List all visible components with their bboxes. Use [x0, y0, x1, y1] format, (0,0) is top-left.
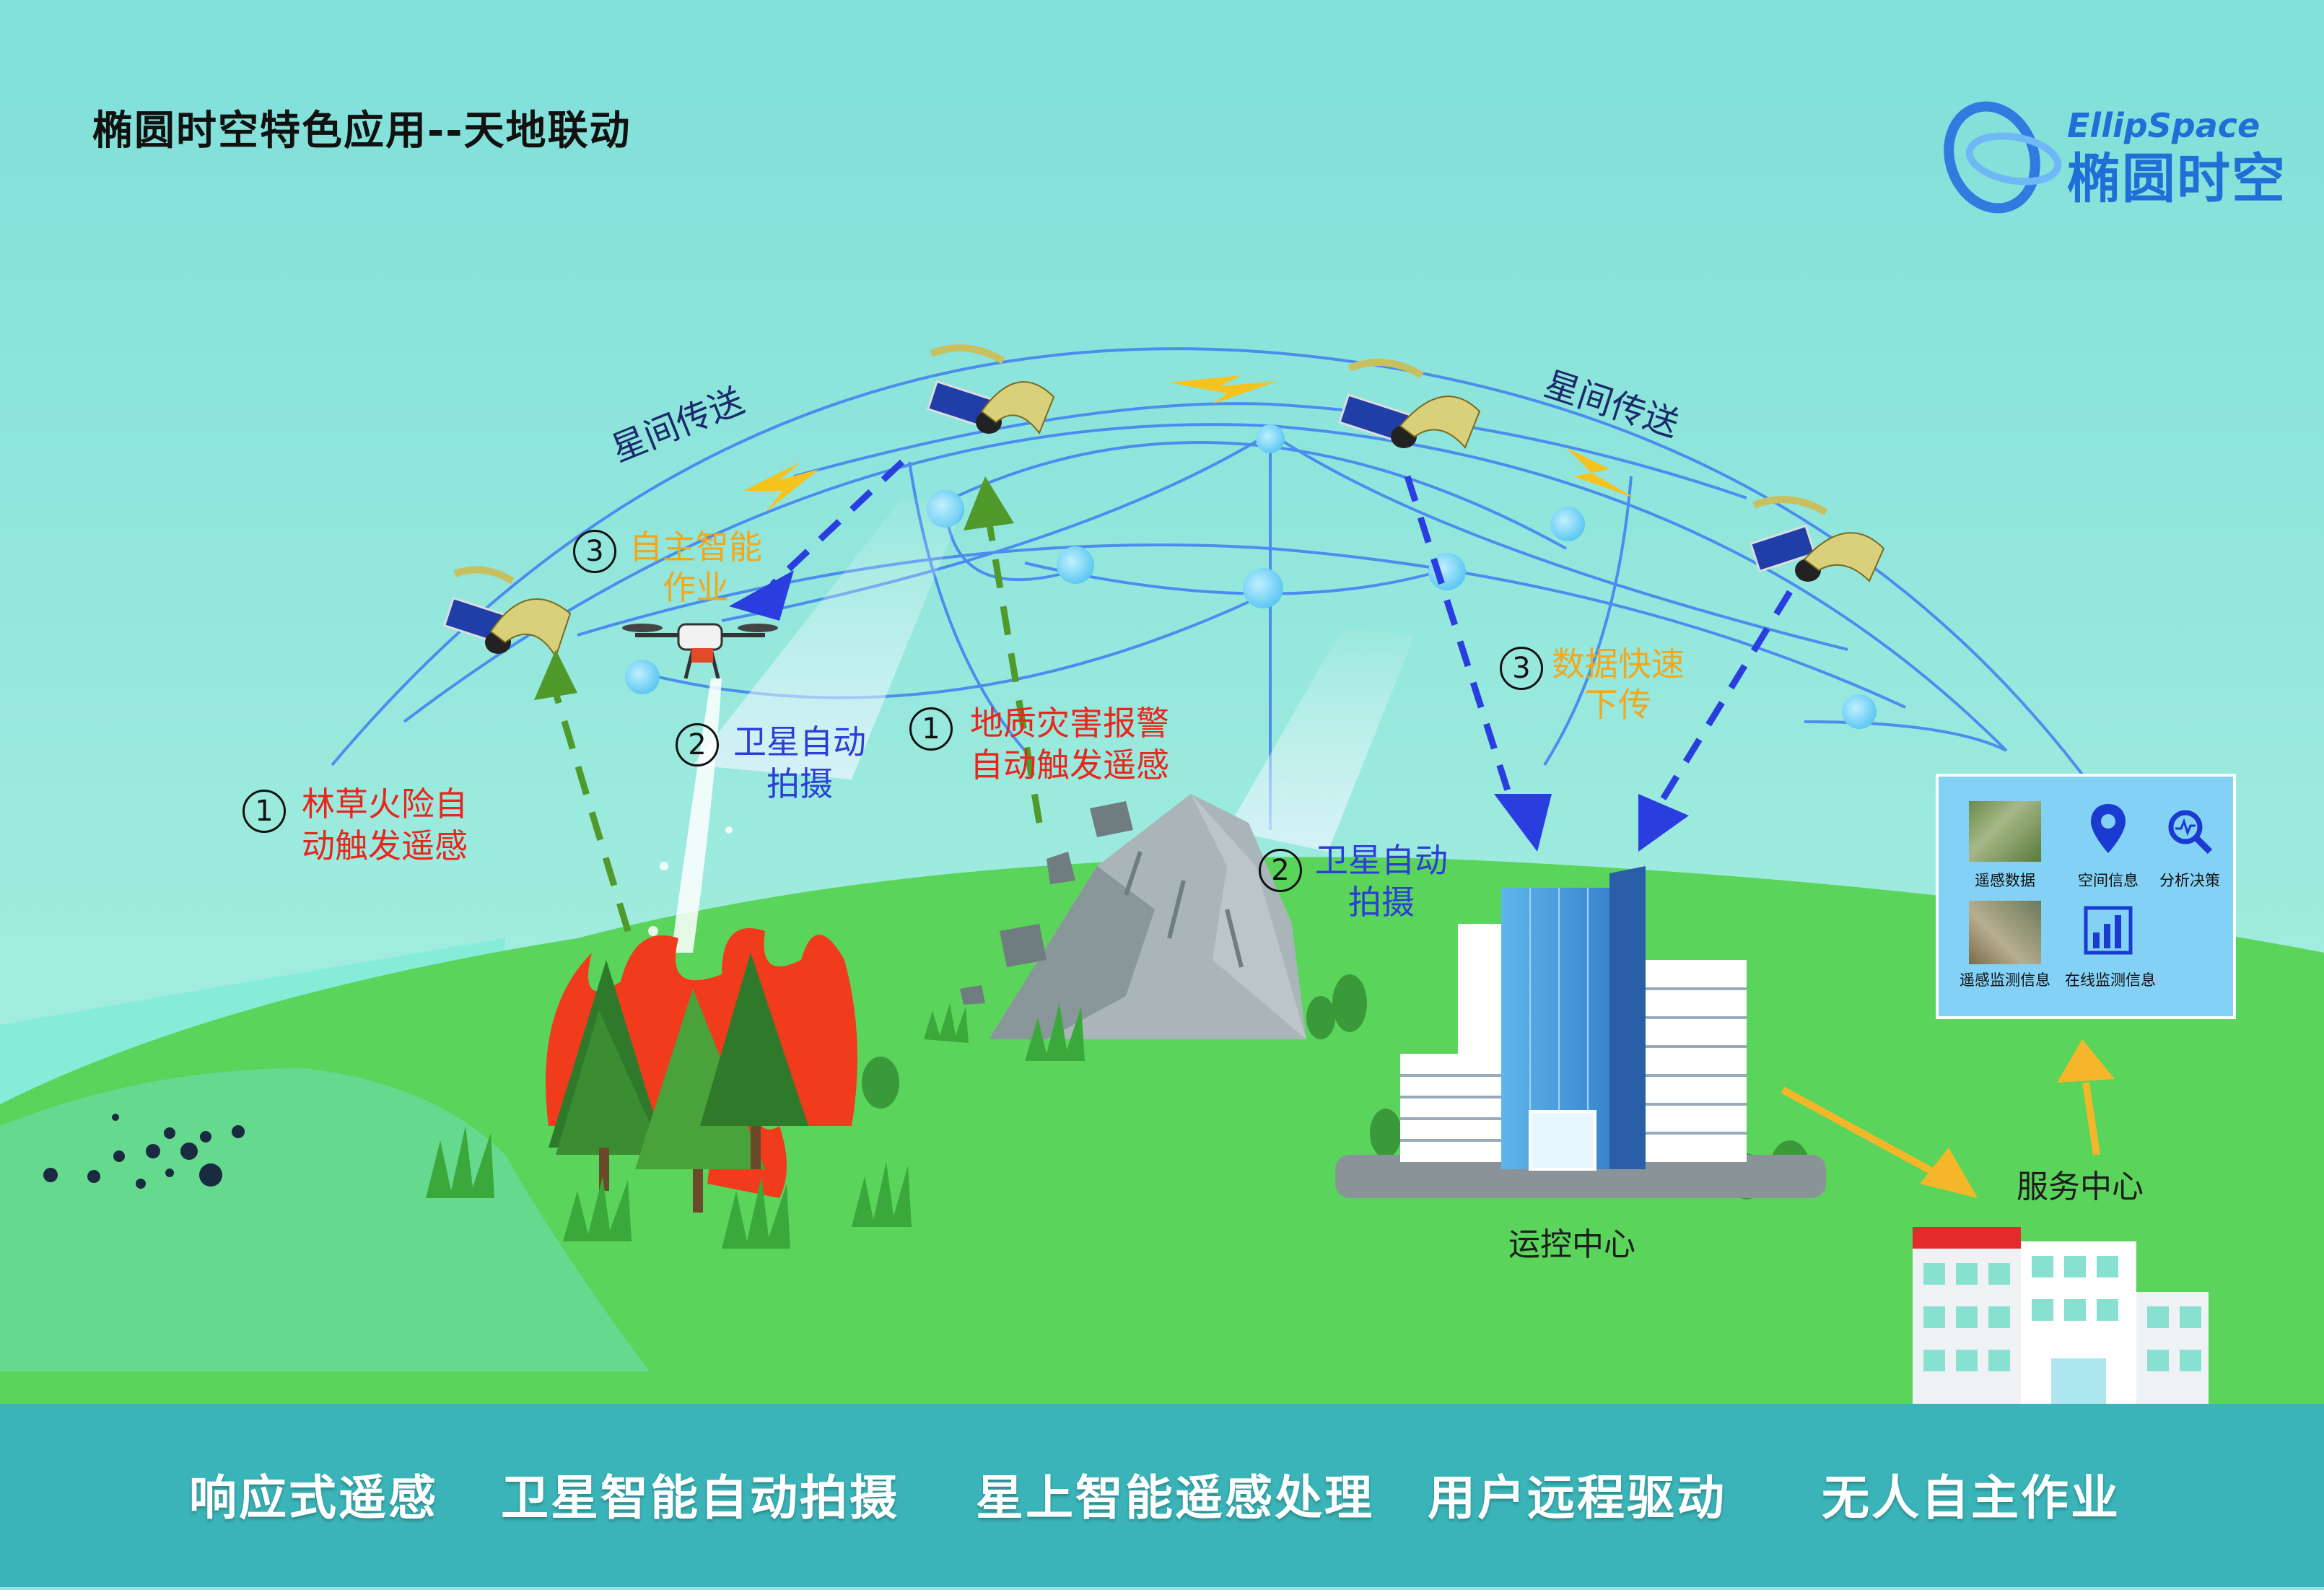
forest-step1-line1: 林草火险自 [302, 785, 468, 824]
banner-item-responsive-remote-sensing: 响应式遥感 [189, 1470, 438, 1526]
satellite-3 [1338, 359, 1481, 449]
forest-step3-line2: 作业 [663, 568, 729, 607]
geo-step1-line2: 自动触发遥感 [970, 746, 1169, 785]
banner-item-auto-imaging: 卫星智能自动拍摄 [501, 1470, 899, 1526]
green-arrow-head-left [534, 650, 577, 700]
operations-center-label: 运控中心 [1508, 1226, 1635, 1263]
satellite-2 [926, 344, 1055, 435]
blue-arrows [769, 459, 1793, 818]
banner-item-autonomous-ops: 无人自主作业 [1822, 1470, 2120, 1526]
bar-chart-icon [2084, 906, 2133, 955]
satellite-4 [1749, 496, 1885, 582]
geo-step3-line2: 下传 [1585, 685, 1651, 724]
page-title: 椭圆时空特色应用--天地联动 [92, 108, 632, 154]
blue-arrow-head-center-2 [1638, 794, 1689, 852]
grass-tufts [426, 1003, 1085, 1249]
forest-step3-line1: 自主智能 [629, 528, 762, 567]
geo-step2-line1: 卫星自动 [1315, 841, 1448, 880]
geo-step2-number: 2 [1259, 849, 1302, 892]
orange-arrow-head-1 [1920, 1148, 1978, 1198]
geo-step1-number: 1 [909, 707, 953, 751]
blue-arrow-head-drone [729, 570, 794, 621]
banner-item-remote-drive: 用户远程驱动 [1428, 1470, 1726, 1526]
panel-item-remote-data: 遥感数据 [1975, 872, 2035, 889]
blue-arrow-head-center-1 [1494, 794, 1552, 852]
imaging-beam-left [693, 498, 967, 779]
brand-name-en: EllipSpace [2067, 106, 2260, 145]
orange-arrows [1781, 1082, 2100, 1180]
service-center-label: 服务中心 [2017, 1169, 2144, 1205]
location-pin-icon [2091, 804, 2126, 853]
forest-step1-number: 1 [243, 790, 286, 833]
forest-step3-number: 3 [573, 530, 616, 573]
forest-step2-number: 2 [676, 723, 719, 766]
decorative-dots [43, 1114, 245, 1189]
inter-satellite-links [743, 375, 1635, 512]
brand-name-zh: 椭圆时空 [2067, 148, 2286, 210]
falling-rocks [960, 801, 1133, 1005]
drone [622, 623, 778, 679]
imaging-beam-right [1227, 628, 1415, 852]
banner-item-onboard-processing: 星上智能遥感处理 [976, 1470, 1374, 1526]
remote-sensing-image-icon [1969, 801, 2041, 862]
green-arrow-head-right [964, 476, 1014, 530]
panel-item-online-monitoring: 在线监测信息 [2065, 971, 2156, 989]
bottom-banner [0, 1404, 2324, 1587]
orange-arrow-head-2 [2057, 1039, 2115, 1083]
geo-step2-line2: 拍摄 [1348, 883, 1415, 922]
satellite-1 [442, 566, 572, 659]
mountain [989, 794, 1306, 1039]
service-info-panel: 遥感数据 空间信息 分析决策 遥感监测信息 在线监测信息 [1936, 774, 2236, 1019]
panel-item-spatial-info: 空间信息 [2078, 872, 2139, 889]
monitoring-image-icon [1969, 901, 2041, 964]
brand-logo-icon [1944, 101, 2062, 214]
operations-center-building [1335, 866, 1826, 1198]
forest-step2-line2: 拍摄 [766, 764, 833, 803]
panel-item-monitoring-info: 遥感监测信息 [1960, 971, 2050, 989]
magnifier-analysis-icon [2168, 810, 2213, 855]
geo-step3-number: 3 [1500, 647, 1543, 690]
panel-item-analysis: 分析决策 [2159, 872, 2220, 889]
geo-step1-line1: 地质灾害报警 [970, 704, 1169, 743]
forest-step1-line2: 动触发遥感 [302, 826, 468, 865]
geo-step3-line1: 数据快速 [1552, 645, 1685, 683]
forest-fire [546, 928, 857, 1213]
forest-step2-line1: 卫星自动 [733, 722, 866, 761]
green-arrows [552, 519, 1043, 932]
